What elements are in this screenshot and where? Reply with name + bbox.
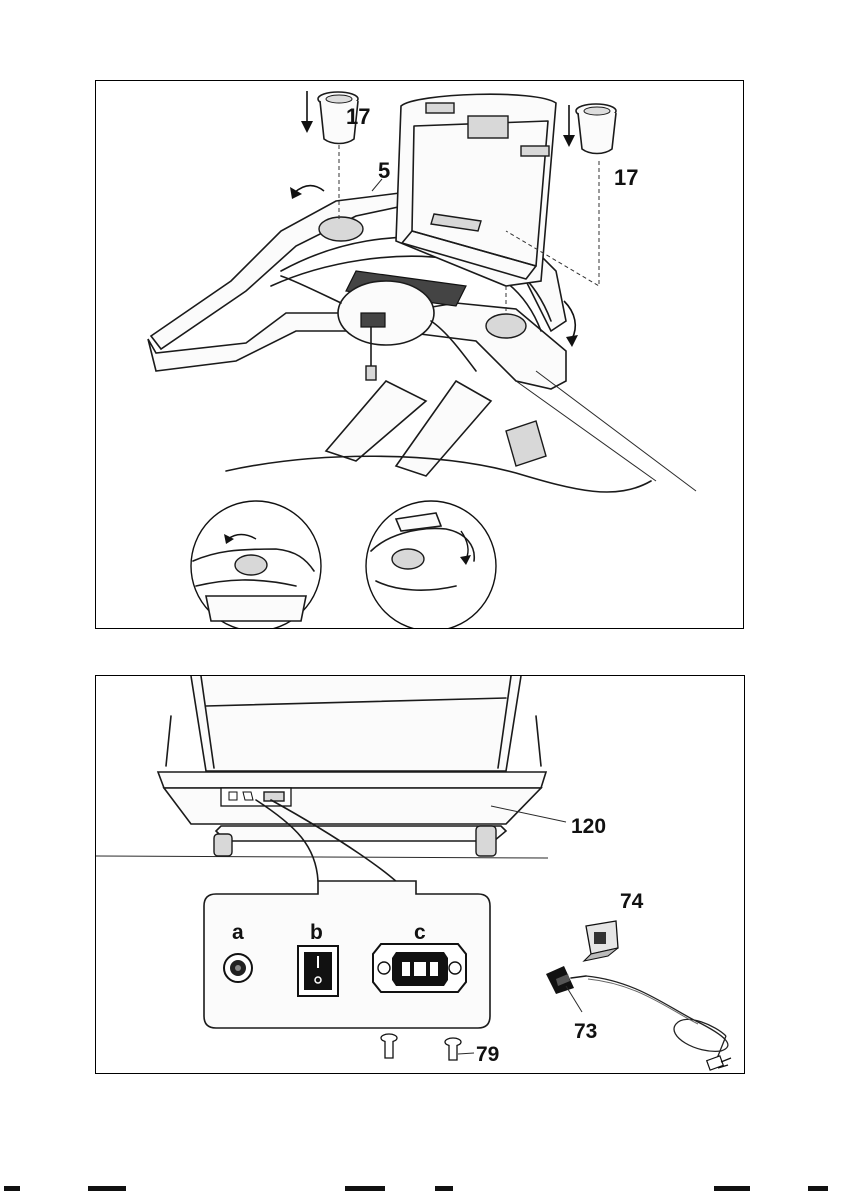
callout-79: 79 [476,1043,499,1066]
detail-label-b: b [310,921,323,944]
circuit-breaker [224,954,252,982]
detail-circle-right [366,501,496,628]
down-arrow-icon [563,105,575,147]
switch-cover [584,921,618,961]
power-connection-diagram: 120 74 73 79 a b c [95,675,745,1074]
rotate-arrow-icon [564,301,578,347]
power-inlet [373,944,466,992]
detail-circle-left [191,501,321,628]
down-arrow-icon [301,91,313,133]
cup-holder-right [576,104,616,154]
treadmill-rear [158,676,546,856]
console-assembly-drawing: 17 17 5 [96,81,743,628]
leader-line [458,1053,474,1054]
screw [381,1034,397,1058]
cup-holder-socket-left [319,217,363,241]
detail-label-c: c [414,921,426,944]
callout-5: 5 [378,158,390,183]
screw [445,1038,461,1060]
power-cord [546,966,731,1070]
callout-73: 73 [574,1020,597,1043]
callout-74: 74 [620,890,644,913]
console-assembly-diagram: 17 17 5 [95,80,744,629]
power-panel-detail [204,881,490,1028]
cup-holder-socket-right [486,314,526,338]
upright-posts [326,371,696,491]
rotate-arrow-icon [290,186,324,199]
power-connection-drawing: 120 74 73 79 a b c [96,676,744,1073]
callout-120: 120 [571,815,606,838]
leader-line [566,986,582,1012]
detail-label-a: a [232,921,244,944]
callout-17-left: 17 [346,104,370,129]
cropped-footer-text [0,1186,841,1191]
callout-17-right: 17 [614,165,638,190]
power-switch [298,946,338,996]
